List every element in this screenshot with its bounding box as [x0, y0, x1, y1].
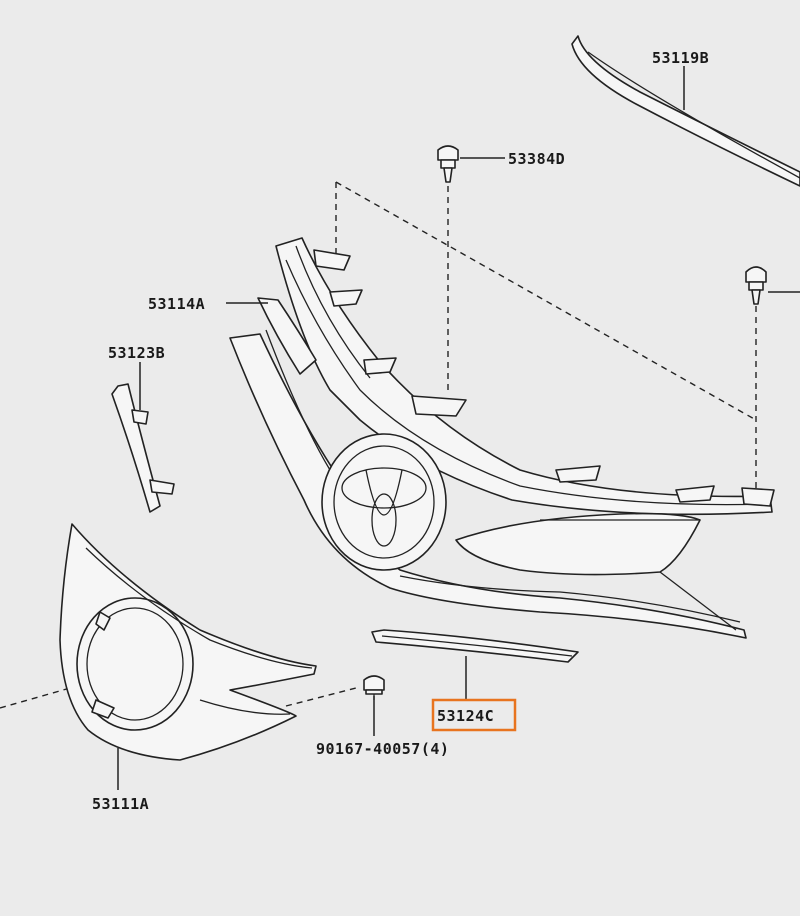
upper-molding-part [571, 35, 800, 187]
lower-molding-part [371, 629, 579, 663]
screw-part [363, 675, 385, 700]
highlight-box-53124C [431, 698, 517, 732]
label-53384D: 53384D [508, 150, 565, 168]
label-53114A: 53114A [148, 295, 205, 313]
grille-side-piece-part [111, 383, 175, 513]
label-53119B: 53119B [652, 49, 709, 67]
label-53124C: 53124C [437, 707, 494, 725]
label-53123B: 53123B [108, 344, 165, 362]
label-53111A: 53111A [92, 795, 149, 813]
clip-53384D-part [437, 145, 459, 183]
label-screw: 90167-40057(4) [316, 740, 449, 758]
fog-lamp-cover-part [59, 523, 317, 761]
clip-right-part [745, 266, 767, 305]
radiator-grille-part [229, 237, 775, 639]
